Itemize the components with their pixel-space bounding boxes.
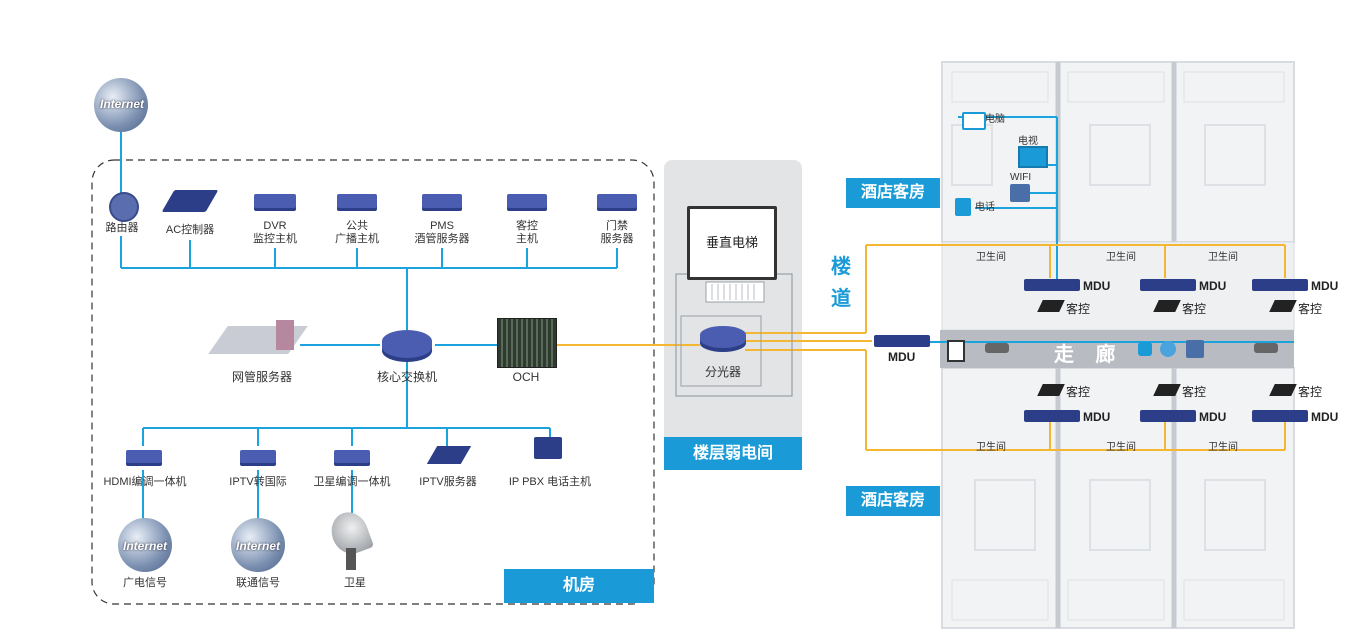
tv-label: 电视 <box>1018 136 1038 147</box>
ac-controller-label: AC控制器 <box>165 224 215 236</box>
room-control-label: 客控 <box>1066 385 1091 399</box>
satellite-encoder-label: 卫星编调一体机 <box>313 476 391 488</box>
iptv-converter-label: IPTV转国际 <box>229 476 287 488</box>
access-reader-icon <box>947 340 965 362</box>
pc-icon <box>962 112 986 130</box>
mdu-icon <box>1140 279 1196 291</box>
hdmi-encoder-icon <box>126 450 162 463</box>
machine-room-frame <box>91 159 655 605</box>
room-control-label: 客控 <box>1182 385 1207 399</box>
mdu-icon <box>1140 410 1196 422</box>
room-control-host-icon <box>507 194 547 208</box>
camera-icon <box>1254 343 1278 353</box>
wifi-icon <box>1010 184 1030 202</box>
internet-globe-icon <box>94 78 148 132</box>
iptv-converter-icon <box>240 450 276 463</box>
wifi-corridor-icon <box>1186 340 1204 358</box>
core-switch-icon <box>382 330 432 358</box>
corridor-vertical-1: 楼 <box>831 256 851 278</box>
elevator-box <box>687 206 777 280</box>
satellite-dish-stand-icon <box>346 548 356 570</box>
ip-pbx-icon <box>534 437 562 459</box>
dvr-label: DVR 监控主机 <box>253 220 297 245</box>
och-label: OCH <box>512 370 540 384</box>
guest-room-top-tag: 酒店客房 <box>846 178 940 208</box>
bathroom-label-2: 卫生间 <box>1106 252 1136 263</box>
floor-room-tag: 楼层弱电间 <box>664 437 802 470</box>
mdu-icon <box>1024 410 1080 422</box>
bathroom-label-4: 卫生间 <box>976 442 1006 453</box>
cable-tv-globe-label: Internet <box>122 539 167 553</box>
unicom-globe-label: Internet <box>235 539 280 553</box>
floor-plan-bottom <box>941 367 1295 629</box>
tv-icon <box>1018 146 1048 168</box>
fiber-links <box>557 244 1286 451</box>
mdu-label: MDU <box>1311 410 1339 424</box>
broadcast-host-label: 公共 广播主机 <box>335 220 379 245</box>
mdu-icon <box>1252 279 1308 291</box>
cable-tv-globe-icon <box>118 518 172 572</box>
bathroom-label-3: 卫生间 <box>1208 252 1238 263</box>
splitter-icon <box>700 326 746 348</box>
satellite-label: 卫星 <box>344 577 366 589</box>
pms-server-label: PMS 酒管服务器 <box>414 220 470 245</box>
bathroom-label-6: 卫生间 <box>1208 442 1238 453</box>
unicom-signal-label: 联通信号 <box>236 577 280 589</box>
iptv-server-label: IPTV服务器 <box>419 476 477 488</box>
mdu-label: MDU <box>1083 279 1111 293</box>
globe-small-icon <box>1160 341 1176 357</box>
pms-server-icon <box>422 194 462 208</box>
phone-label: 电话 <box>975 202 995 213</box>
router-label: 路由器 <box>105 222 139 234</box>
blue-links <box>120 116 1294 520</box>
corridor-label: 走 廊 <box>1054 344 1124 366</box>
floor-plan-top <box>941 61 1295 331</box>
mdu-label: MDU <box>1311 279 1339 293</box>
access-control-server-label: 门禁 服务器 <box>600 220 634 245</box>
mdu-label: MDU <box>1199 410 1227 424</box>
splitter-label: 分光器 <box>704 365 741 379</box>
ip-pbx-label: IP PBX 电话主机 <box>508 476 592 488</box>
cable-tv-signal-label: 广电信号 <box>123 577 167 589</box>
corridor-mdu-icon <box>874 335 930 347</box>
camera-icon <box>985 343 1009 353</box>
mdu-label: MDU <box>1199 279 1227 293</box>
hdmi-encoder-label: HDMI编调一体机 <box>103 476 187 488</box>
room-control-host-label: 客控 主机 <box>516 220 538 245</box>
guest-room-bottom-tag: 酒店客房 <box>846 486 940 516</box>
corridor-mdu-label: MDU <box>888 350 916 364</box>
room-control-label: 客控 <box>1066 302 1091 316</box>
wifi-label: WIFI <box>1010 172 1032 183</box>
nms-server-label: 网管服务器 <box>231 370 292 384</box>
mdu-icon <box>1024 279 1080 291</box>
room-control-label: 客控 <box>1298 385 1323 399</box>
corridor-vertical-2: 道 <box>831 288 851 310</box>
bathroom-label-1: 卫生间 <box>976 252 1006 263</box>
unicom-globe-icon <box>231 518 285 572</box>
broadcast-host-icon <box>337 194 377 208</box>
core-switch-label: 核心交换机 <box>376 370 437 384</box>
phone-icon <box>955 198 971 216</box>
internet-label: Internet <box>99 97 144 111</box>
phone-corridor-icon <box>1138 342 1152 356</box>
router-icon <box>109 192 139 222</box>
och-icon <box>497 318 557 368</box>
room-control-label: 客控 <box>1298 302 1323 316</box>
mdu-label: MDU <box>1083 410 1111 424</box>
satellite-encoder-icon <box>334 450 370 463</box>
room-control-label: 客控 <box>1182 302 1207 316</box>
access-control-server-icon <box>597 194 637 208</box>
elevator-label: 垂直电梯 <box>705 235 758 250</box>
bathroom-label-5: 卫生间 <box>1106 442 1136 453</box>
pc-label: 电脑 <box>985 114 1005 125</box>
mdu-icon <box>1252 410 1308 422</box>
machine-room-tag: 机房 <box>504 569 654 603</box>
nms-rack-icon <box>276 320 294 350</box>
dvr-icon <box>254 194 296 208</box>
